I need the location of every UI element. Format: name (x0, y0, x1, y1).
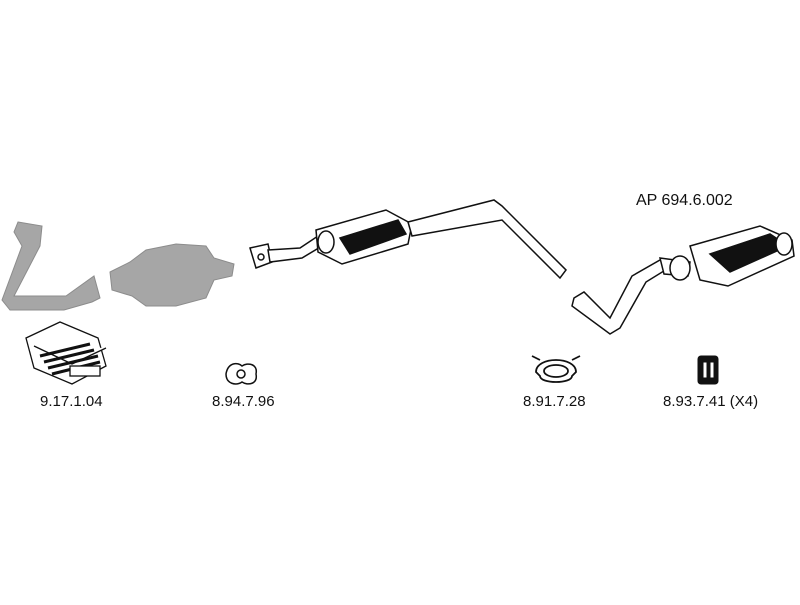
flange-gasket-icon (225, 362, 257, 385)
rubber-hanger-icon (697, 355, 719, 385)
ghost-catalytic-converter (109, 243, 235, 307)
pipe-clamp-icon (531, 355, 581, 383)
part-number-rubber-hanger: 8.93.7.41 (X4) (663, 393, 759, 410)
center-section-pipe (249, 199, 567, 280)
part-number-mounting-kit: 9.17.1.04 (40, 393, 103, 410)
rear-section-pipe (571, 225, 795, 335)
assembly-code: AP 694.6.002 (636, 192, 733, 209)
part-number-clamp: 8.91.7.28 (523, 393, 586, 410)
part-number-gasket: 8.94.7.96 (212, 393, 275, 410)
mounting-kit-box-icon (25, 321, 107, 385)
ghost-front-pipe (1, 221, 101, 311)
